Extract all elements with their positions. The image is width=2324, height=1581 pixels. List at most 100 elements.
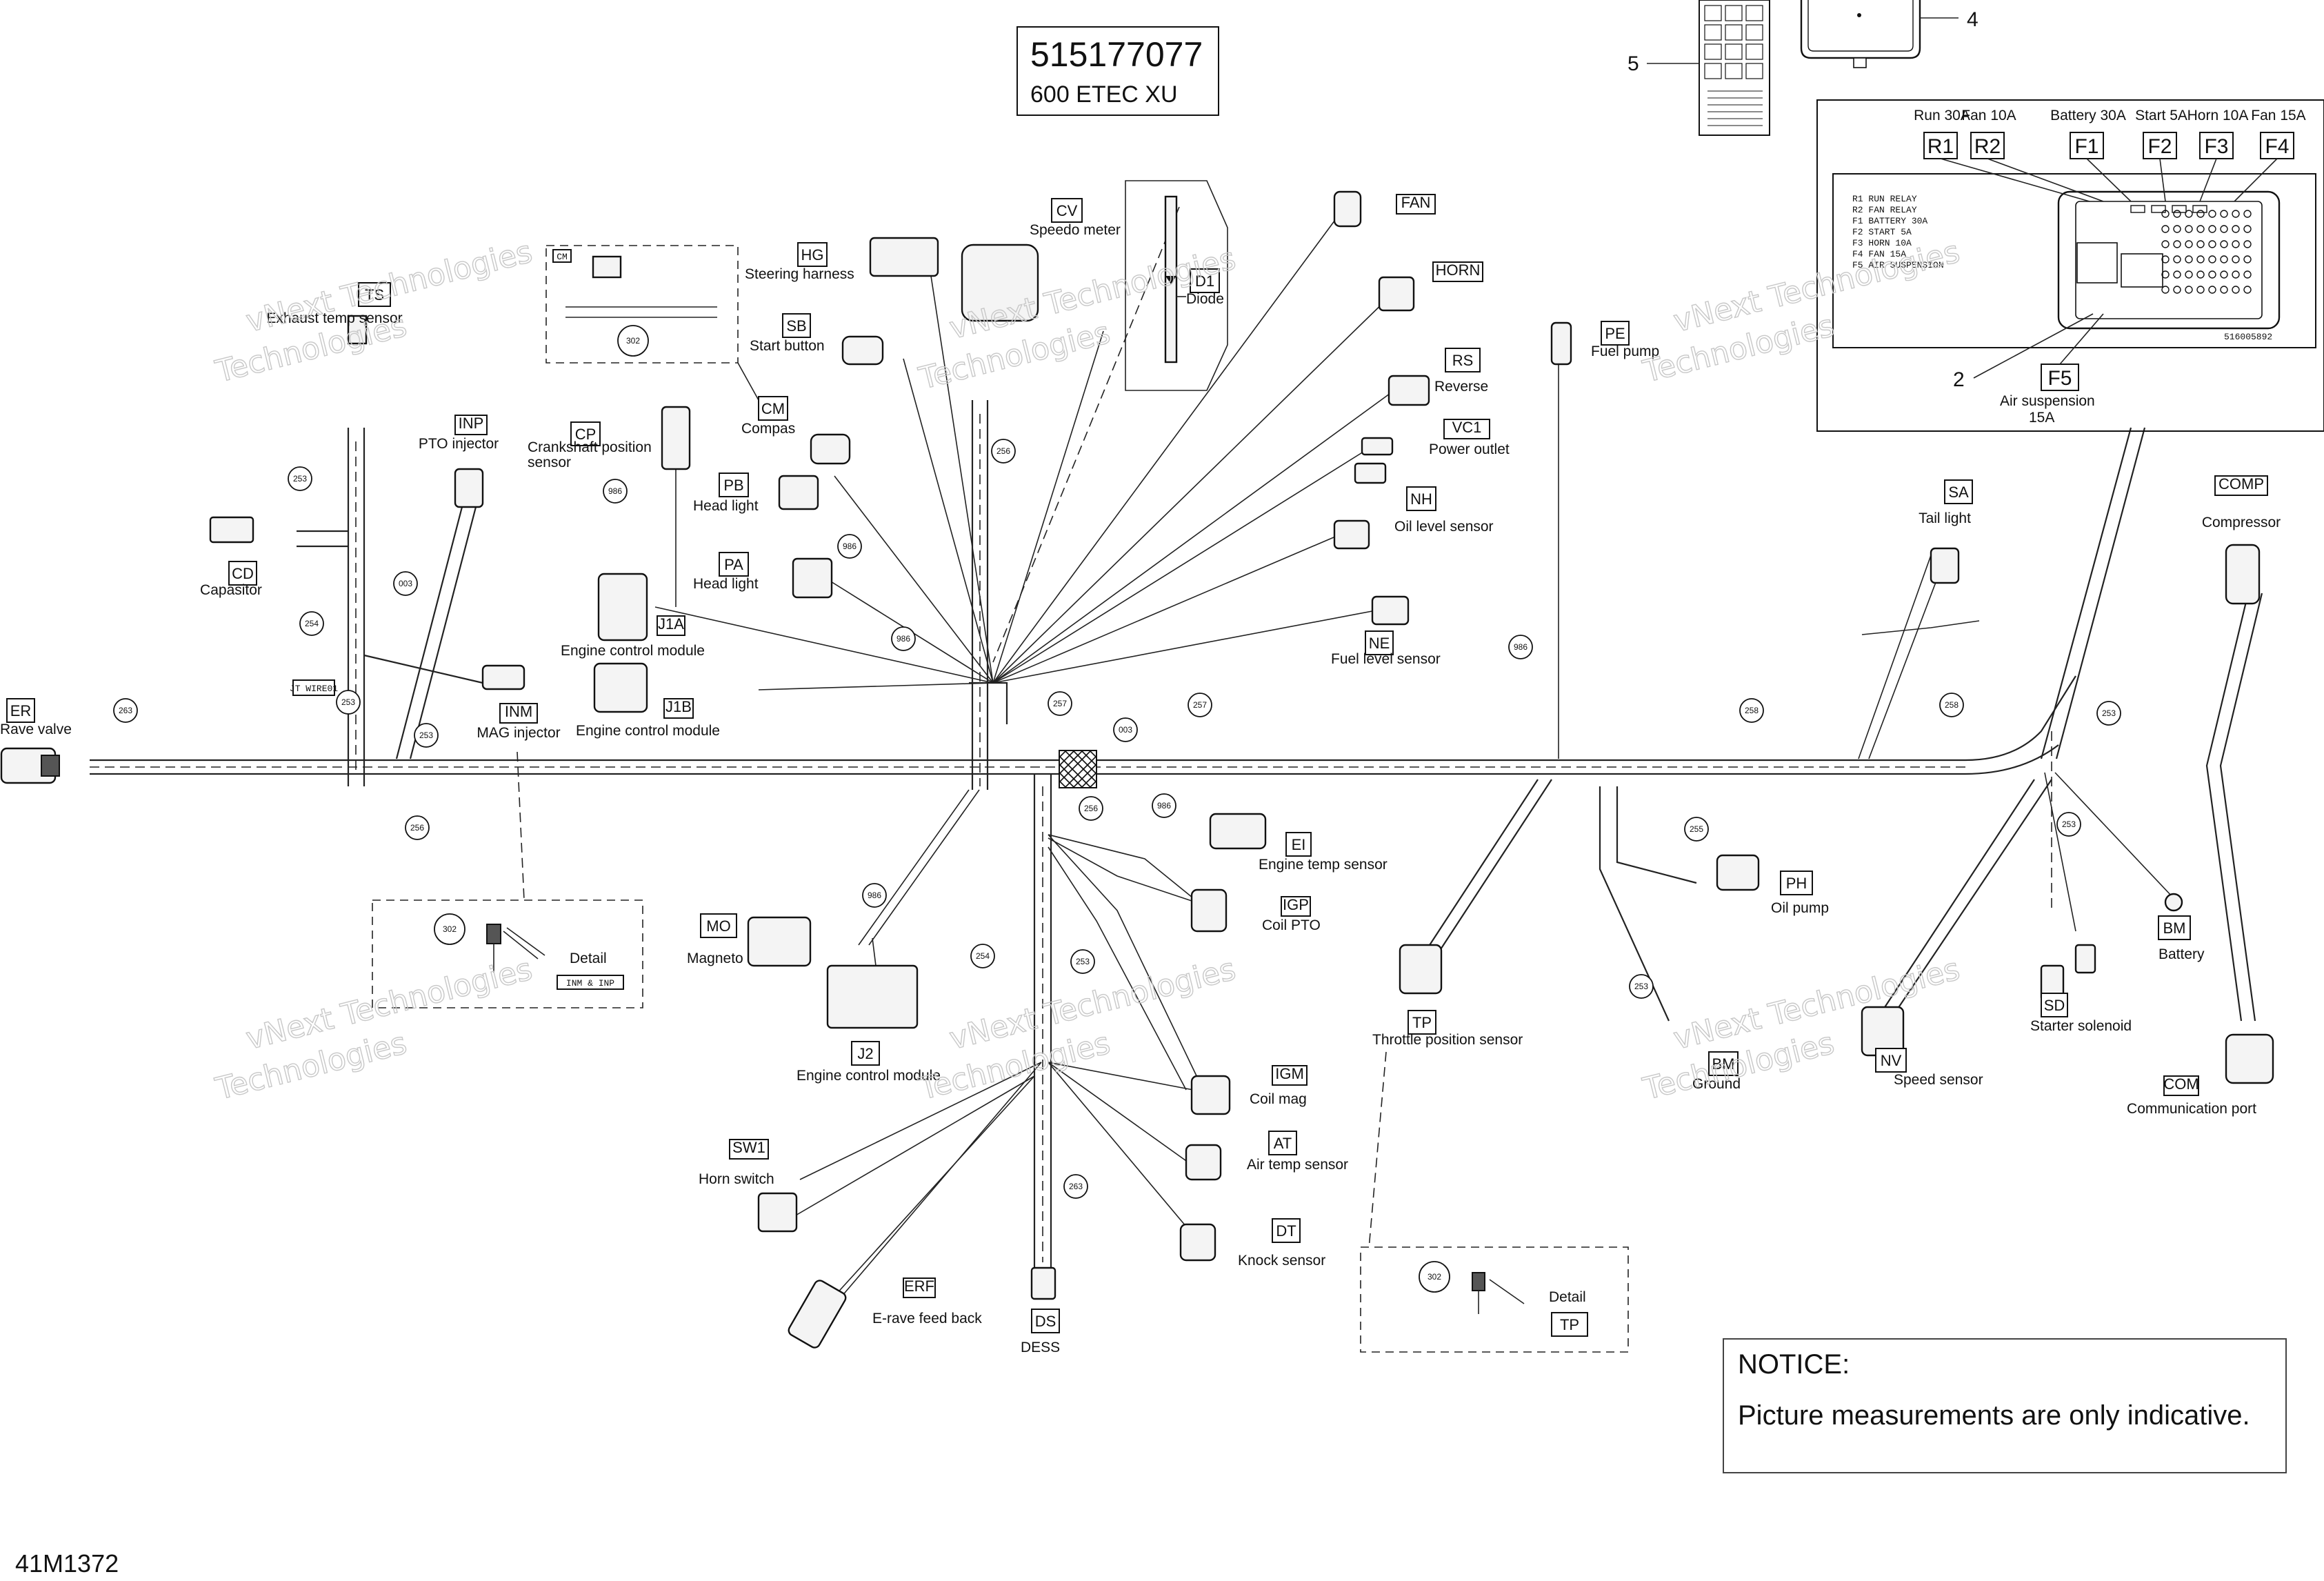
connector-code: IGM <box>1275 1065 1304 1082</box>
svg-text:257: 257 <box>1053 699 1067 708</box>
connector-label: Reverse <box>1434 379 1488 395</box>
connector-code: J1B <box>665 698 692 715</box>
connector-code: DT <box>1276 1222 1296 1240</box>
sleeve-badge: 253 <box>2096 701 2121 726</box>
sleeve-badge: 986 <box>603 479 628 504</box>
detail-badge: 302 <box>1428 1272 1441 1282</box>
fuse-rating: Run 30A <box>1914 108 1970 123</box>
connector-code: J2 <box>857 1045 873 1062</box>
svg-text:003: 003 <box>399 579 412 588</box>
connector-label: PTO injector <box>419 436 499 452</box>
sleeve-badge: 253 <box>414 723 439 748</box>
fuse-code: R1 <box>1927 135 1954 158</box>
connector-code: PA <box>724 556 743 573</box>
connector-label: DESS <box>1021 1340 1060 1355</box>
sleeve-badge: 253 <box>288 466 312 491</box>
connector-label: Tail light <box>1919 510 1971 526</box>
notice-box: NOTICE: Picture measurements are only in… <box>1723 1338 2287 1473</box>
connector-code: NV <box>1881 1052 1902 1069</box>
fuse-code: F2 <box>2147 135 2172 158</box>
figure-reference: 41M1372 <box>15 1549 119 1578</box>
connector-code: CP <box>575 426 597 443</box>
connector-label: Head light <box>693 576 759 592</box>
sleeve-badge: 253 <box>336 690 361 715</box>
fuse-part-number: 516005892 <box>2224 332 2272 342</box>
sleeve-badge: 986 <box>837 534 862 559</box>
fuse-code-f5: F5 <box>2047 367 2072 390</box>
connector-code: BM <box>2163 919 2186 937</box>
svg-text:986: 986 <box>868 891 881 900</box>
connector-code: TS <box>365 286 384 304</box>
connector-label: Oil level sensor <box>1394 519 1494 535</box>
svg-text:986: 986 <box>608 486 622 496</box>
sleeve-badge: 257 <box>1188 693 1212 717</box>
svg-text:263: 263 <box>1069 1182 1083 1191</box>
connector-label: Communication port <box>2127 1101 2256 1117</box>
connector-code: J1A <box>658 615 684 633</box>
sleeve-badge: 986 <box>891 626 916 651</box>
fuse-legend-line: F4 FAN 15A <box>1852 249 1906 259</box>
connector-label: Rave valve <box>0 722 72 737</box>
connector-code: CV <box>1056 202 1078 219</box>
sleeve-badge: 258 <box>1739 698 1764 723</box>
detail-box-compas: 302 CM <box>545 245 759 401</box>
part-number: 515177077 <box>1030 35 1203 74</box>
svg-text:253: 253 <box>293 474 307 484</box>
connector-label: Fuel level sensor <box>1331 651 1441 667</box>
connector-code: SD <box>2044 997 2065 1014</box>
sleeve-badge: 986 <box>862 883 887 908</box>
connector-horn-16: HORN <box>1432 261 1483 282</box>
title-box: 515177077 600 ETEC XU <box>1016 26 1219 116</box>
connector-code: SB <box>786 317 806 335</box>
connector-code: PH <box>1786 875 1807 892</box>
svg-text:263: 263 <box>119 706 132 715</box>
connector-code: PB <box>723 477 743 494</box>
sleeve-badge: 258 <box>1939 693 1964 717</box>
sleeve-badge: 253 <box>1629 974 1654 999</box>
connector-code: INM <box>505 703 532 720</box>
connector-code: COMP <box>2218 475 2264 493</box>
svg-text:986: 986 <box>1157 801 1171 811</box>
svg-text:254: 254 <box>976 951 990 961</box>
svg-text:253: 253 <box>341 697 355 707</box>
sleeve-badge: 256 <box>1079 796 1103 821</box>
fuse-legend-line: R2 FAN RELAY <box>1852 205 1917 215</box>
svg-text:253: 253 <box>2102 708 2116 718</box>
detail-badge: 302 <box>626 336 640 346</box>
connector-code: PE <box>1605 325 1625 342</box>
fuse-legend-line: F5 AIR SUSPENSION <box>1852 260 1944 270</box>
connector-label: Compressor <box>2202 515 2281 530</box>
sleeve-badge: 255 <box>1684 817 1709 842</box>
connector-label: Compas <box>741 421 795 437</box>
fuse-box-cover: 5 <box>1627 0 1770 136</box>
svg-text:254: 254 <box>305 619 319 628</box>
sleeve-badge: 257 <box>1048 691 1072 716</box>
sleeve-badge: 254 <box>299 611 324 636</box>
svg-text:JT WIRE01: JT WIRE01 <box>290 684 338 694</box>
sleeve-badge: 986 <box>1508 635 1533 659</box>
detail-box-injectors: 302 Detail INM & INP <box>372 899 643 1008</box>
connector-label: Starter solenoid <box>2030 1018 2132 1034</box>
svg-text:256: 256 <box>410 823 424 833</box>
detail-badge: 302 <box>443 924 457 934</box>
sleeve-badge: 253 <box>1070 949 1095 974</box>
connector-fan-15: FAN <box>1396 194 1436 215</box>
connector-label: Fuel pump <box>1591 344 1659 359</box>
ecu-cover: 4 <box>1800 0 1979 68</box>
